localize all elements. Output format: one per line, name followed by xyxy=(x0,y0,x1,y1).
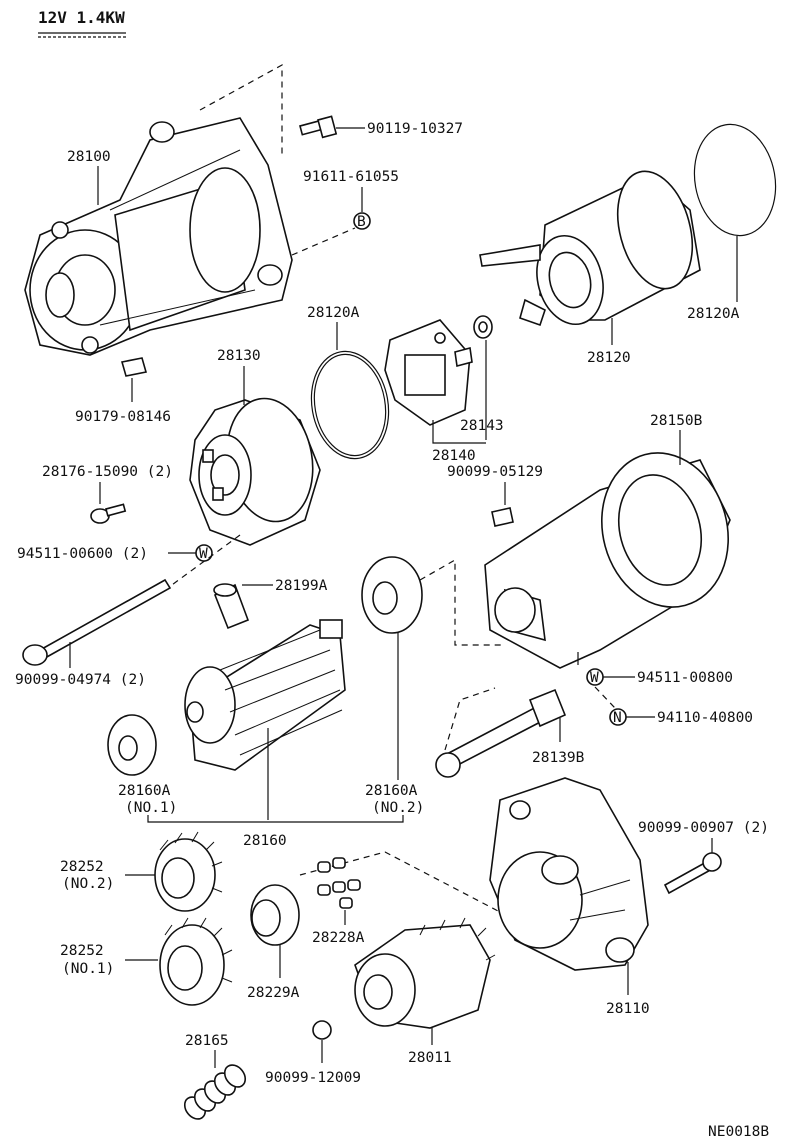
badge-b-text: B xyxy=(357,214,366,230)
label-28143: 28143 xyxy=(460,418,504,434)
bracket-28140 xyxy=(432,420,486,444)
label-94511-00600: 94511-00600 (2) xyxy=(17,546,148,562)
dash-guide-nut xyxy=(594,686,616,709)
diagram-code: NE0018B xyxy=(708,1124,769,1140)
badge-b-icon xyxy=(353,212,371,230)
label-28160A-right-sub: (NO.2) xyxy=(372,800,424,816)
label-28229A: 28229A xyxy=(247,985,300,1001)
label-28160: 28160 xyxy=(243,833,287,849)
label-94110-40800: 94110-40800 xyxy=(657,710,753,726)
spring-28165 xyxy=(183,1064,247,1120)
lead-wire-28139B xyxy=(435,688,567,778)
rollers-28228A xyxy=(317,857,361,909)
label-90099-05129: 90099-05129 xyxy=(447,464,543,480)
drive-housing-28110 xyxy=(489,777,649,971)
end-cover-28130 xyxy=(189,397,321,546)
label-90099-12009: 90099-12009 xyxy=(265,1070,361,1086)
bearing-28160A-no2 xyxy=(361,556,423,634)
badge-w-text: W xyxy=(199,546,208,562)
label-28120A-right: 28120A xyxy=(687,306,740,322)
label-28252-top: 28252 xyxy=(60,859,104,875)
o-ring-28120A-inner xyxy=(313,353,387,457)
brush-holder-plate-28140 xyxy=(384,319,473,426)
label-90179-08146: 90179-08146 xyxy=(75,409,171,425)
starter-motor-assembly-28100 xyxy=(24,117,293,356)
label-28110: 28110 xyxy=(606,1001,650,1017)
label-28120A-top: 28120A xyxy=(307,305,360,321)
label-28228A: 28228A xyxy=(312,930,365,946)
armature-28160 xyxy=(184,619,346,771)
o-ring-28120A-right xyxy=(693,123,777,237)
label-28160A-right: 28160A xyxy=(365,783,418,799)
diagram-title: 12V 1.4KW xyxy=(38,8,125,27)
retainer-28229A xyxy=(250,884,300,946)
label-28011: 28011 xyxy=(408,1050,452,1066)
dash-guide-drive xyxy=(299,851,501,913)
dash-guide-bolt xyxy=(199,63,283,155)
label-90099-04974: 90099-04974 (2) xyxy=(15,672,146,688)
dash-guide-b xyxy=(291,227,356,256)
label-28130: 28130 xyxy=(217,348,261,364)
label-28252-top-sub: (NO.2) xyxy=(62,876,114,892)
label-28140: 28140 xyxy=(432,448,476,464)
housing-28150B xyxy=(484,452,731,669)
commutator-end-frame-28120 xyxy=(479,170,701,327)
label-28252-bot: 28252 xyxy=(60,943,104,959)
idler-gear-28252-no1 xyxy=(159,917,233,1006)
ball-90099-12009 xyxy=(312,1020,332,1040)
spring-28143 xyxy=(473,315,493,339)
bracket-28160 xyxy=(147,815,404,823)
label-28165: 28165 xyxy=(185,1033,229,1049)
label-94511-00800: 94511-00800 xyxy=(637,670,733,686)
label-28252-bot-sub: (NO.1) xyxy=(62,961,114,977)
label-28160A-left: 28160A xyxy=(118,783,171,799)
badge-w-text-2: W xyxy=(590,670,599,686)
label-28150B: 28150B xyxy=(650,413,703,429)
dash-guide-bearing xyxy=(419,558,505,646)
label-28199A: 28199A xyxy=(275,578,328,594)
label-28160A-left-sub: (NO.1) xyxy=(125,800,177,816)
clip-90179-08146 xyxy=(120,357,148,377)
through-bolt-90099-04974 xyxy=(22,578,172,666)
label-28120: 28120 xyxy=(587,350,631,366)
bolt-90119-10327 xyxy=(299,115,338,139)
idler-gear-28252-no2 xyxy=(154,831,223,912)
label-28176-15090: 28176-15090 (2) xyxy=(42,464,173,480)
label-90099-00907: 90099-00907 (2) xyxy=(638,820,769,836)
label-28100: 28100 xyxy=(67,149,111,165)
dash-guide-through-bolt xyxy=(164,534,241,591)
o-ring-28120A xyxy=(310,350,390,460)
clip-90099-05129 xyxy=(491,507,514,527)
cap-28199A xyxy=(213,583,250,630)
bearing-28160A-no1 xyxy=(107,714,157,776)
badge-n-text: N xyxy=(613,710,622,726)
label-28139B: 28139B xyxy=(532,750,585,766)
label-91611-61055: 91611-61055 xyxy=(303,169,399,185)
label-90119-10327: 90119-10327 xyxy=(367,121,463,137)
screw-28176-15090 xyxy=(90,503,127,524)
bolt-90099-00907 xyxy=(663,852,722,895)
starter-clutch-28011 xyxy=(354,917,496,1029)
